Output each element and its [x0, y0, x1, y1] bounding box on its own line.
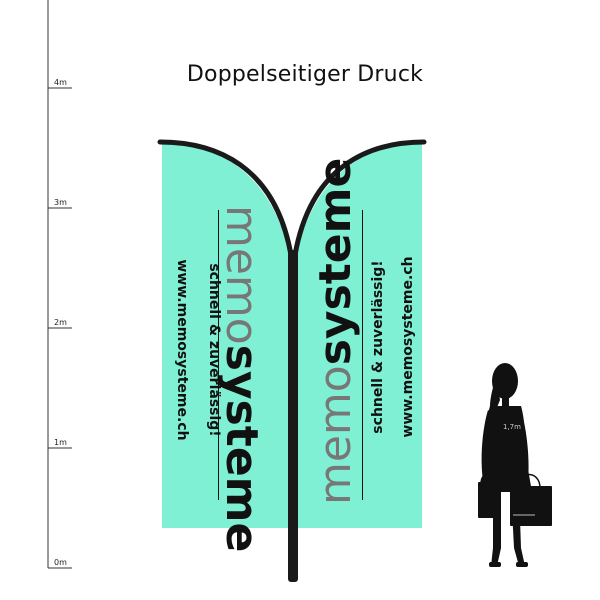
scale-label-4m: 4m [54, 78, 67, 87]
flag-pole [288, 250, 298, 582]
flag-left-shape [162, 143, 288, 528]
flag-left-divider [218, 210, 219, 500]
person-height-label: 1,7m [503, 423, 521, 431]
flag-right-divider [362, 210, 363, 500]
flag-right-arm [292, 139, 427, 258]
page-title: Doppelseitiger Druck [186, 62, 424, 87]
bag-label [513, 514, 535, 516]
scale-label-2m: 2m [54, 318, 67, 327]
scale-label-1m: 1m [54, 438, 67, 447]
scale-label-0m: 0m [54, 558, 67, 567]
flag-right-shape [298, 143, 422, 528]
flag-left-arm [157, 139, 294, 258]
scale-label-3m: 3m [54, 198, 67, 207]
